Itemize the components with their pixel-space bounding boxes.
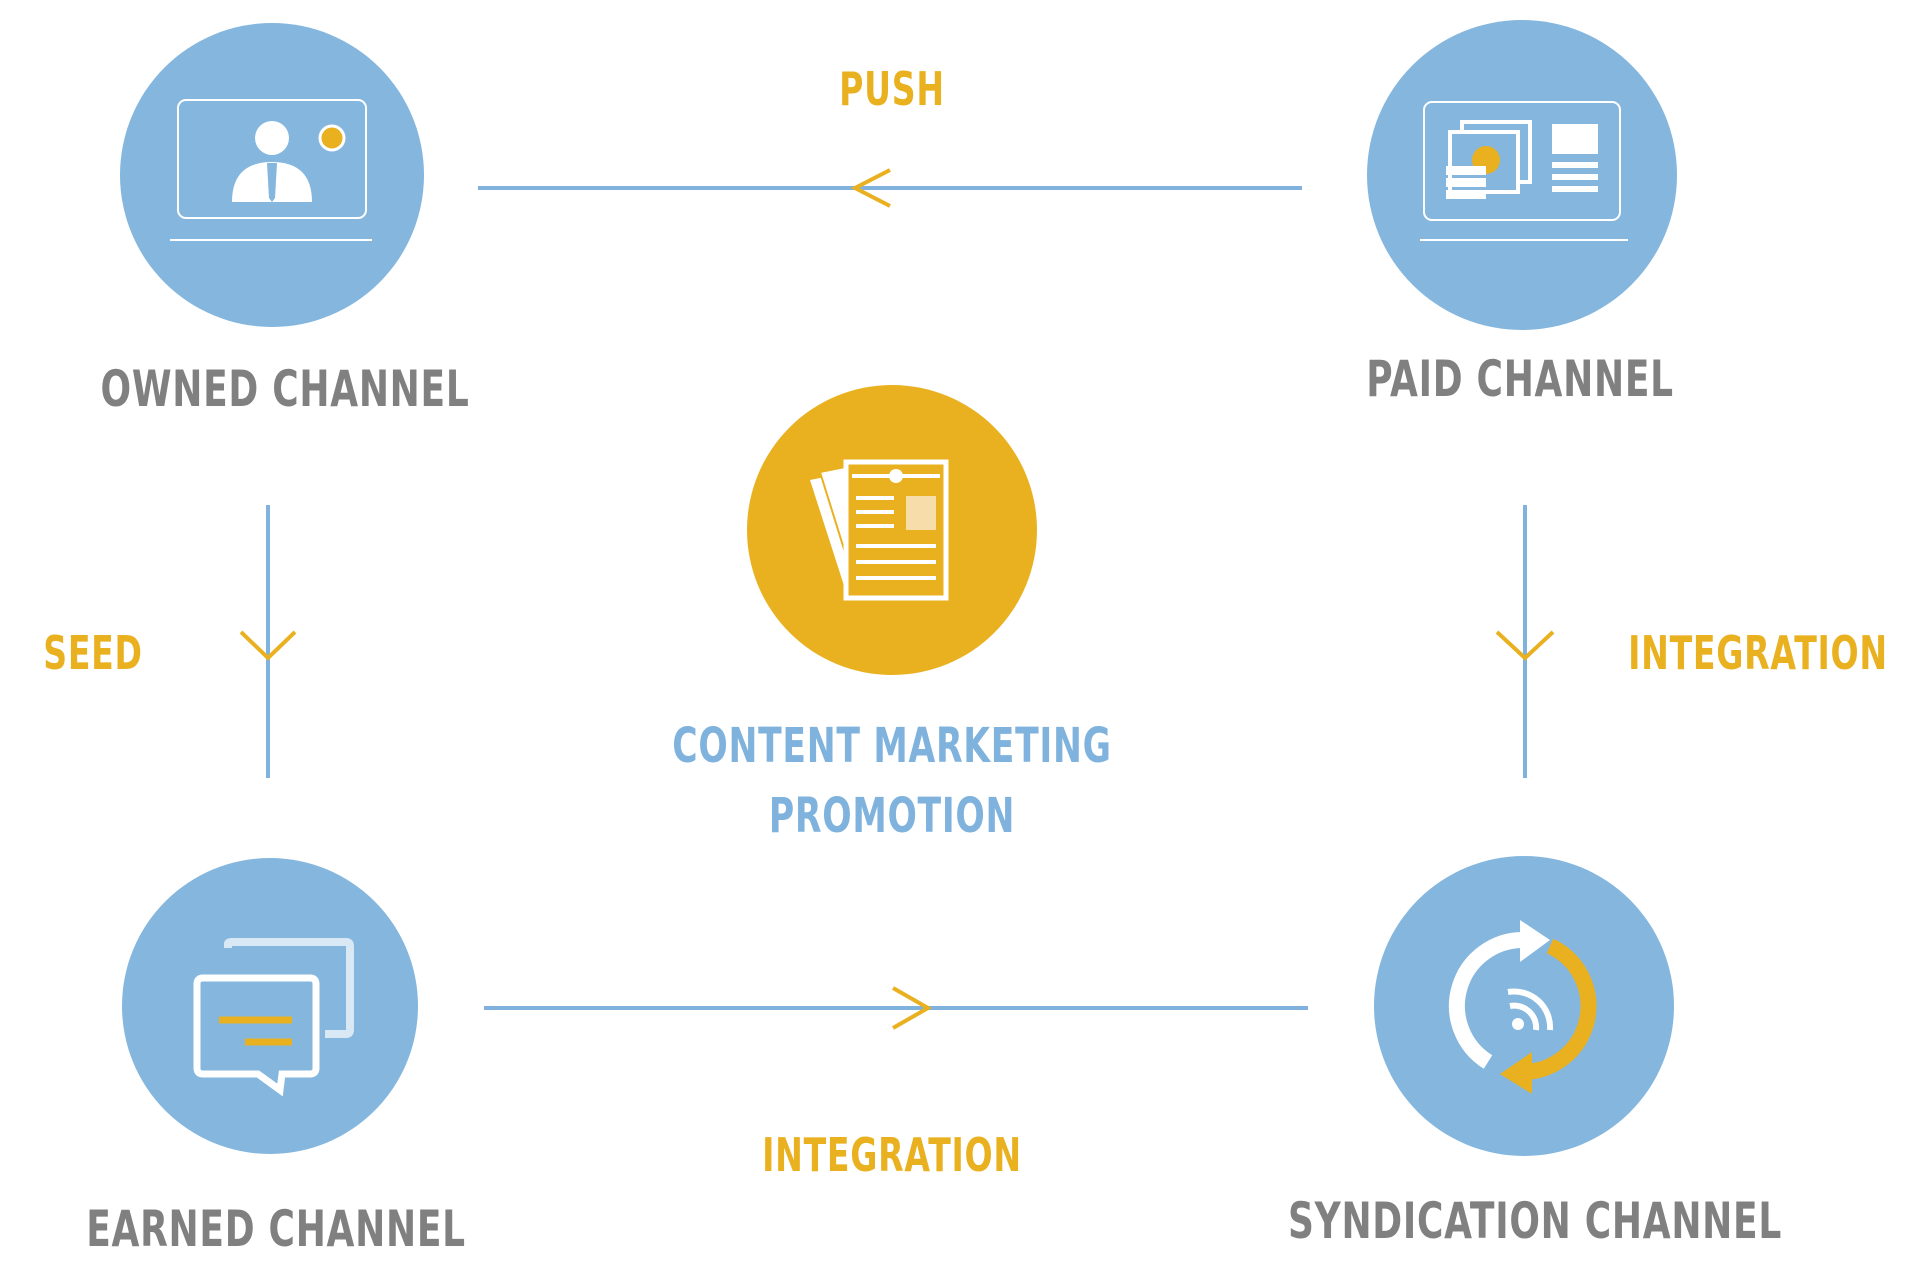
presenter-screen-icon	[170, 99, 372, 241]
paid-channel-label: PAID CHANNEL	[1366, 350, 1674, 408]
edge-seed-label: SEED	[43, 626, 143, 680]
center-title-line2: PROMOTION	[768, 788, 1016, 844]
node-center-circle	[747, 385, 1037, 675]
center-title-line1: CONTENT MARKETING	[672, 718, 1112, 774]
owned-channel-label: OWNED CHANNEL	[100, 360, 470, 418]
arrow-left-icon	[850, 168, 891, 208]
document-pages-icon	[810, 459, 949, 601]
syndication-channel-label: SYNDICATION CHANNEL	[1288, 1192, 1782, 1250]
chat-bubbles-icon	[193, 938, 354, 1097]
node-earned-circle	[122, 858, 418, 1154]
node-owned-circle	[120, 23, 424, 327]
refresh-feed-icon	[1448, 920, 1597, 1094]
arrow-down-icon	[239, 630, 297, 661]
edge-integration-bottom-label: INTEGRATION	[762, 1128, 1022, 1182]
edge-integration-right	[1495, 505, 1555, 778]
edge-integration-bottom	[484, 986, 1308, 1030]
earned-channel-label: EARNED CHANNEL	[86, 1200, 466, 1258]
arrow-right-icon	[892, 986, 933, 1030]
edge-seed	[239, 505, 297, 778]
edge-push-label: PUSH	[839, 62, 945, 116]
edge-push	[478, 168, 1302, 208]
node-syndication-circle	[1374, 856, 1674, 1156]
ad-banner-icon	[1420, 101, 1628, 241]
arrow-down-icon	[1495, 630, 1555, 661]
node-paid-circle	[1367, 20, 1677, 330]
edge-integration-right-label: INTEGRATION	[1628, 626, 1888, 680]
